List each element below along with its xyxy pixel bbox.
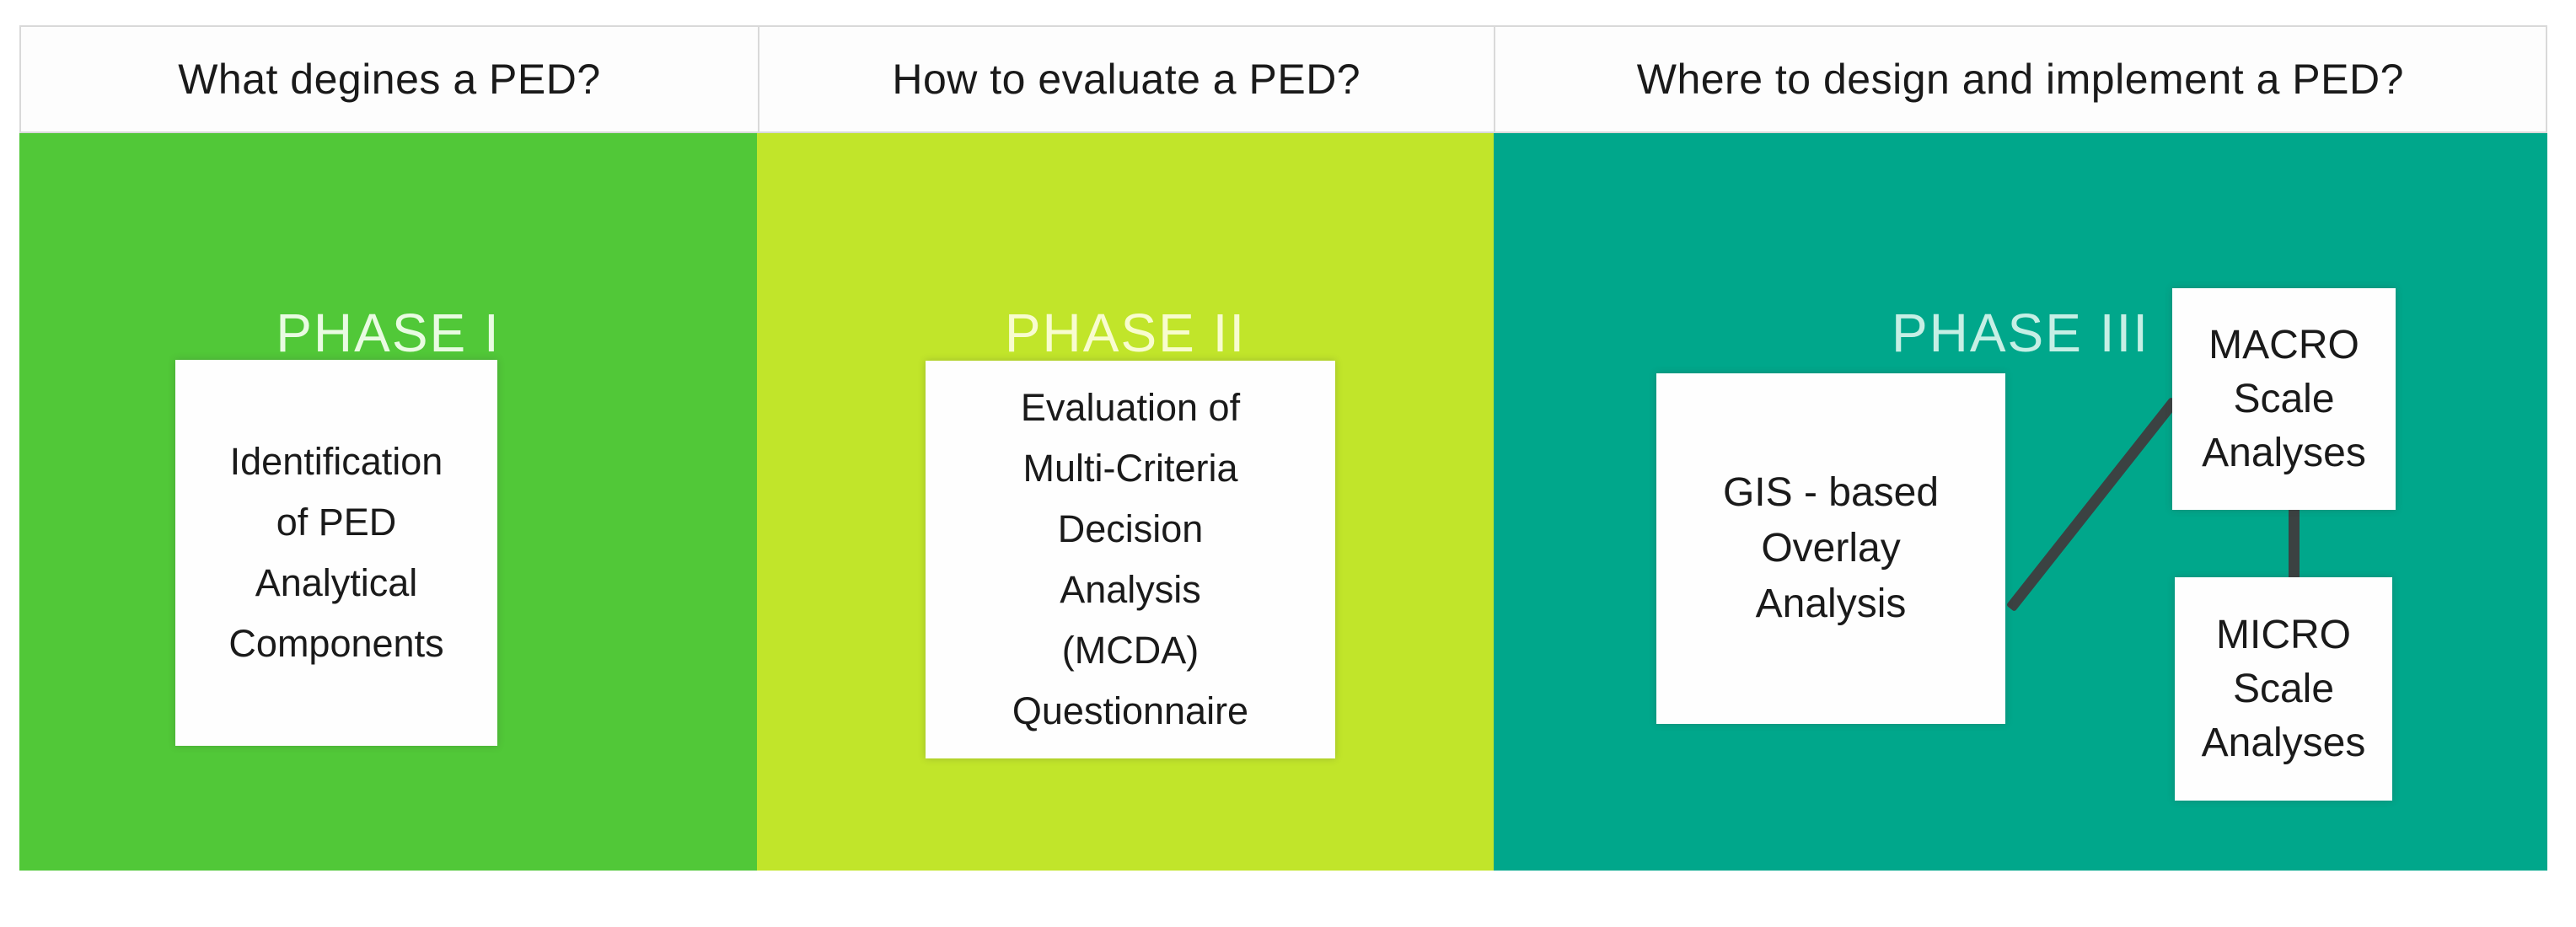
box-mcda-questionnaire: Evaluation of Multi-Criteria Decision An… (926, 361, 1335, 758)
phase3-label: PHASE III (1891, 303, 2150, 363)
box-identification-of-ped-components: Identification of PED Analytical Compone… (175, 360, 497, 746)
box-micro-scale-analyses: MICRO Scale Analyses (2175, 577, 2392, 801)
box-gis-overlay-analysis: GIS - based Overlay Analysis (1656, 373, 2005, 724)
header-question-phase2: How to evaluate a PED? (757, 27, 1494, 131)
connector-macro-to-micro (2289, 508, 2300, 581)
box-macro-scale-analyses: MACRO Scale Analyses (2172, 288, 2396, 510)
phase2-label: PHASE II (1004, 303, 1247, 363)
phase1-label: PHASE I (276, 303, 501, 363)
header-question-phase1: What degines a PED? (178, 56, 601, 103)
header-band: What degines a PED? How to evaluate a PE… (19, 25, 2547, 133)
header-question-phase3: Where to design and implement a PED? (1493, 27, 2546, 131)
